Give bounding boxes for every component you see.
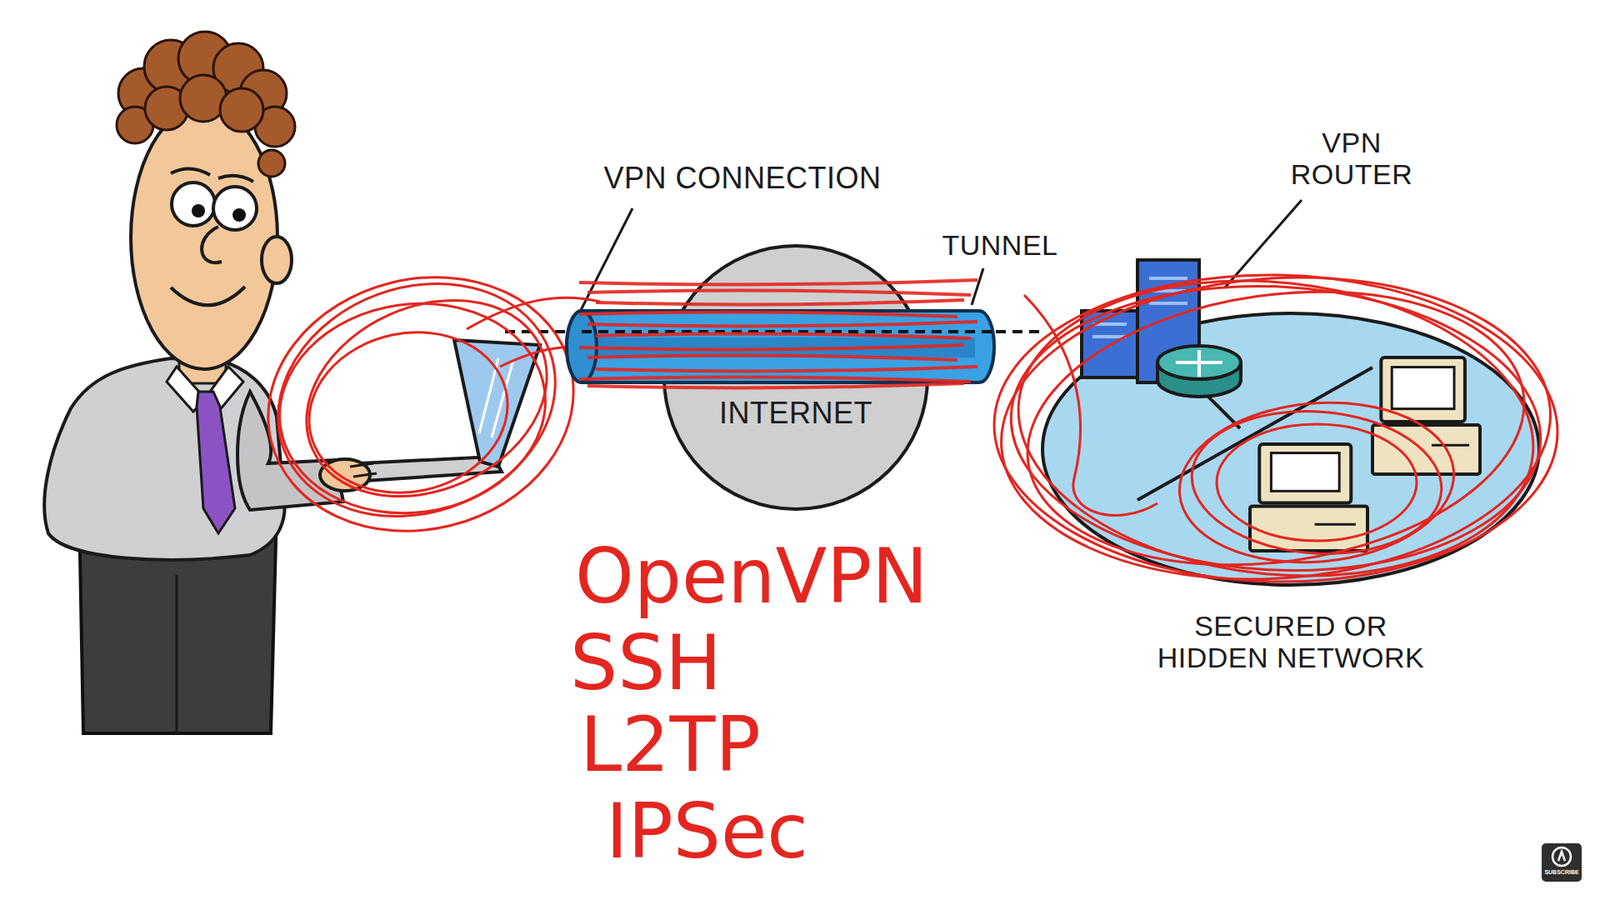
nose bbox=[201, 226, 222, 263]
hair bbox=[116, 31, 295, 177]
scribble-stroke bbox=[579, 345, 965, 350]
router-arrow bbox=[1197, 362, 1201, 377]
eye bbox=[213, 186, 257, 230]
laptop-screen bbox=[454, 340, 540, 467]
eye bbox=[171, 182, 215, 226]
leader-line bbox=[971, 268, 984, 305]
scribble-loop bbox=[991, 270, 1560, 587]
scribble-loop bbox=[240, 245, 601, 564]
scribble-stroke bbox=[579, 312, 958, 317]
hair-curl bbox=[220, 88, 264, 132]
subscribe-badge bbox=[1541, 843, 1582, 882]
network-ellipse: SECURED OR HIDDEN NETWORK bbox=[1040, 311, 1541, 684]
scribble-stroke bbox=[579, 377, 971, 382]
tunnel-body bbox=[566, 310, 995, 383]
scribble-loop bbox=[1216, 424, 1417, 541]
scribble-stroke bbox=[587, 355, 958, 360]
node-outline bbox=[1040, 311, 1541, 587]
server-slot bbox=[1149, 276, 1188, 280]
protocol-note: OpenVPN bbox=[575, 539, 929, 615]
computer-base bbox=[1372, 425, 1480, 475]
computer-screen bbox=[1391, 367, 1455, 410]
eyebrow bbox=[170, 168, 210, 175]
computer-monitor bbox=[1259, 444, 1351, 503]
scribble-stroke bbox=[595, 300, 965, 305]
router-top bbox=[1157, 345, 1241, 380]
server-slot bbox=[1149, 301, 1188, 305]
pupil bbox=[232, 208, 246, 222]
scribble-stroke bbox=[587, 321, 978, 326]
callout-label: VPN ROUTER bbox=[1268, 126, 1435, 190]
node-outline bbox=[662, 244, 930, 511]
scribble-stroke bbox=[587, 383, 965, 388]
drive-slot bbox=[1315, 523, 1356, 526]
callout-label: TUNNEL bbox=[941, 229, 1058, 261]
ear bbox=[261, 236, 292, 284]
face bbox=[130, 105, 278, 370]
badge-icon bbox=[1541, 843, 1582, 869]
computer-screen bbox=[1270, 453, 1340, 492]
protocol-note: L2TP bbox=[580, 707, 761, 783]
scribble-stroke bbox=[1024, 295, 1158, 515]
scribble-loop bbox=[990, 259, 1561, 597]
scribble-stroke bbox=[595, 334, 971, 339]
hair-curl bbox=[258, 150, 285, 177]
fingers bbox=[350, 463, 377, 477]
scribble-loop bbox=[265, 286, 560, 530]
protocol-note: IPSec bbox=[605, 794, 809, 870]
drive-slot bbox=[1431, 444, 1470, 447]
mouth bbox=[170, 286, 245, 305]
scribble-loop bbox=[1003, 256, 1548, 601]
scribble bbox=[240, 245, 601, 564]
badge-ring bbox=[1552, 847, 1571, 866]
scribble-loop bbox=[1186, 403, 1446, 563]
pants-seam bbox=[175, 575, 179, 734]
router-arrow bbox=[1199, 360, 1223, 365]
badge-glyph bbox=[1558, 851, 1565, 861]
scribble-stroke bbox=[595, 366, 978, 371]
scribble-loop bbox=[1172, 391, 1460, 574]
scribble-loop bbox=[294, 314, 523, 511]
router-arrow bbox=[1175, 360, 1200, 365]
router-arrow bbox=[1197, 350, 1201, 363]
eyebrow bbox=[218, 175, 254, 182]
node-label: INTERNET bbox=[719, 396, 873, 430]
callout-label: VPN CONNECTION bbox=[603, 161, 881, 195]
scribble-loop bbox=[245, 245, 589, 555]
scribble-loop bbox=[275, 263, 579, 533]
watermark: SUBSCRIBE bbox=[1544, 869, 1579, 876]
pupil bbox=[191, 204, 205, 218]
scribble-loop bbox=[1004, 273, 1549, 585]
protocol-note: SSH bbox=[570, 625, 722, 701]
internet-cloud: INTERNET bbox=[662, 244, 930, 511]
scribble-stroke bbox=[579, 280, 978, 285]
node-label: SECURED OR HIDDEN NETWORK bbox=[1149, 610, 1433, 674]
scribble-stroke bbox=[587, 290, 971, 295]
tie bbox=[196, 391, 235, 534]
